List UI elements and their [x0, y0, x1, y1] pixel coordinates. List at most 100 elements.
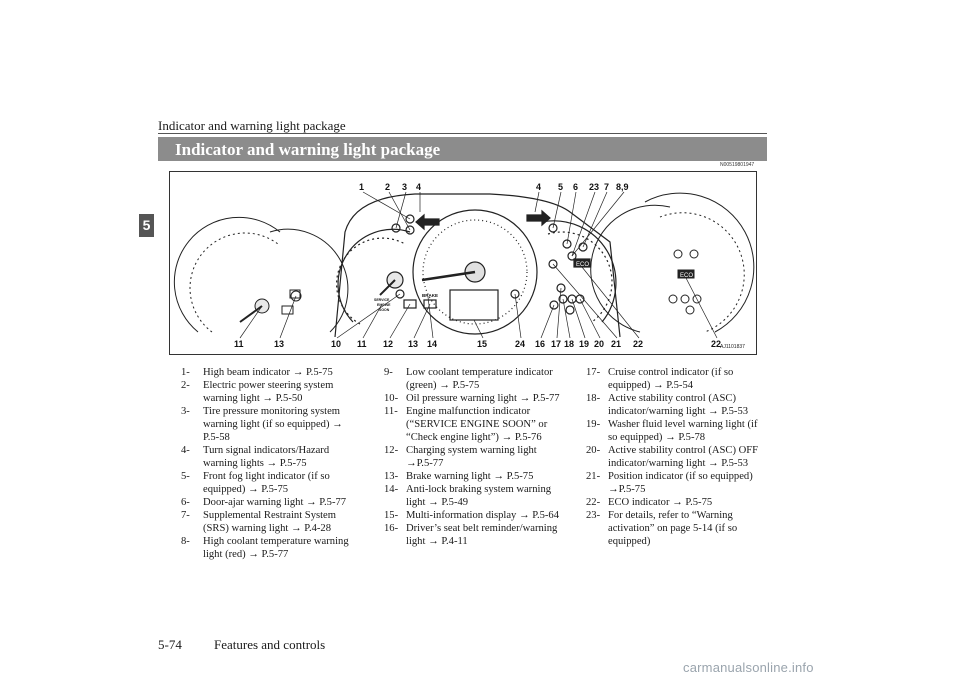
- section-title: Indicator and warning light package: [175, 140, 441, 159]
- callout-2: 2: [385, 182, 390, 192]
- oil-pressure-icon: [290, 290, 302, 302]
- legend-item: 20- Active stability control (ASC) OFF in…: [586, 444, 769, 470]
- abs-icon: [510, 289, 520, 299]
- legend-item-text: High beam indicator → P.5-75: [203, 367, 333, 378]
- legend-item-text: Tire pressure monitoring system warning …: [203, 406, 343, 443]
- brake-icon: [423, 299, 437, 309]
- legend-item-number: 12-: [384, 445, 399, 456]
- section-banner: [158, 137, 767, 161]
- tire-pressure-icon: [391, 223, 401, 233]
- legend-item-text: Position indicator (if so equipped) →P.5…: [608, 471, 753, 495]
- seat-belt-icon: [549, 300, 559, 310]
- instrument-cluster-diagram: ECO: [173, 182, 755, 350]
- fog-light-icon: [548, 223, 558, 233]
- legend-item-number: 2-: [181, 380, 190, 391]
- legend-item-text: Driver’s seat belt reminder/warning ligh…: [406, 523, 558, 547]
- callout-24: 24: [515, 339, 525, 349]
- legend-item: 17- Cruise control indicator (if so equip…: [586, 366, 769, 392]
- section-code: N00519801947: [720, 162, 755, 168]
- legend-item: 2- Electric power steering system warning…: [181, 379, 361, 405]
- legend-item-text: For details, refer to “Warning activatio…: [608, 510, 738, 547]
- page-number: 5-74: [158, 637, 182, 652]
- charging-icon: [403, 299, 417, 309]
- callout-16: 16: [535, 339, 545, 349]
- legend-item-number: 19-: [586, 419, 601, 430]
- callout-4-left: 4: [416, 182, 421, 192]
- legend-item-number: 8-: [181, 536, 190, 547]
- legend-item-text: Front fog light indicator (if so equippe…: [203, 471, 330, 495]
- legend-item-text: Washer fluid level warning light (if so …: [608, 419, 758, 443]
- legend-item: 5- Front fog light indicator (if so equip…: [181, 470, 361, 496]
- eco-text-right: ECO: [680, 273, 693, 279]
- legend-item-text: Supplemental Restraint System (SRS) warn…: [203, 510, 336, 534]
- legend-item: 3- Tire pressure monitoring system warnin…: [181, 405, 361, 444]
- service-text-3: SOON: [379, 308, 390, 312]
- callout-19: 19: [579, 339, 589, 349]
- legend-item-number: 5-: [181, 471, 190, 482]
- legend-item-number: 3-: [181, 406, 190, 417]
- callout-20: 20: [594, 339, 604, 349]
- legend-item-text: Turn signal indicators/Hazard warning li…: [203, 445, 330, 469]
- callout-7: 7: [604, 182, 609, 192]
- legend-item: 15-Multi-information display → P.5-64: [384, 509, 562, 522]
- chapter-tab: 5: [139, 214, 154, 237]
- legend-item-number: 16-: [384, 523, 399, 534]
- callout-13-left: 13: [274, 339, 284, 349]
- legend-item: 4- Turn signal indicators/Hazard warning …: [181, 444, 361, 470]
- legend-item-text: Electric power steering system warning l…: [203, 380, 334, 404]
- legend-item-text: Active stability control (ASC) OFF indic…: [608, 445, 759, 469]
- callout-22: 22: [633, 339, 643, 349]
- legend-item-text: Low coolant temperature indicator (green…: [406, 367, 553, 391]
- legend-item: 1-High beam indicator → P.5-75: [181, 366, 361, 379]
- legend-item: 7-Supplemental Restraint System (SRS) wa…: [181, 509, 361, 535]
- callout-1: 1: [359, 182, 364, 192]
- callout-11: 11: [357, 339, 367, 349]
- callout-21: 21: [611, 339, 621, 349]
- callout-6: 6: [573, 182, 578, 192]
- asc-icon: [558, 294, 568, 304]
- footer-section-title: Features and controls: [214, 637, 326, 652]
- legend-item-text: Anti-lock braking system warning light →…: [406, 484, 552, 508]
- legend-item-text: Oil pressure warning light → P.5-77: [406, 393, 560, 404]
- left-gauge-detail: [173, 216, 349, 333]
- right-turn-arrow-icon: [526, 209, 551, 227]
- legend-item-number: 11-: [384, 406, 398, 417]
- position-indicator-icon: [548, 259, 558, 269]
- battery-icon-left: [281, 305, 294, 315]
- legend-item-text: ECO indicator → P.5-75: [608, 497, 713, 508]
- legend-item-number: 6-: [181, 497, 190, 508]
- door-ajar-icon: [562, 239, 572, 249]
- legend-item-number: 17-: [586, 367, 601, 378]
- high-beam-icon: [405, 214, 415, 224]
- legend-column-3: 17- Cruise control indicator (if so equip…: [586, 366, 769, 548]
- main-cluster: ECO: [334, 193, 621, 338]
- header-rule: [158, 133, 767, 134]
- callout-3: 3: [402, 182, 407, 192]
- legend-item: 16- Driver’s seat belt reminder/warning l…: [384, 522, 562, 548]
- legend-item-text: Multi-information display → P.5-64: [406, 510, 560, 521]
- callout-13: 13: [408, 339, 418, 349]
- legend-item: 21-Position indicator (if so equipped) →…: [586, 470, 769, 496]
- right-gauge-detail: ECO: [590, 192, 755, 333]
- legend-item-number: 13-: [384, 471, 399, 482]
- oil-icon: [395, 289, 405, 299]
- callout-17: 17: [551, 339, 561, 349]
- figure-code: AJ1101837: [720, 344, 745, 350]
- legend-item: 12-Charging system warning light →P.5-77: [384, 444, 562, 470]
- legend-item: 11-Engine malfunction indicator (“SERVIC…: [384, 405, 562, 444]
- legend-item: 9-Low coolant temperature indicator (gre…: [384, 366, 562, 392]
- watermark: carmanualsonline.info: [683, 660, 814, 675]
- legend-item-text: High coolant temperature warning light (…: [203, 536, 349, 560]
- legend-item-number: 22-: [586, 497, 601, 508]
- legend-item: 19- Washer fluid level warning light (if …: [586, 418, 769, 444]
- callout-4-right: 4: [536, 182, 541, 192]
- callout-22-right: 22: [711, 339, 721, 349]
- legend-item-text: Cruise control indicator (if so equipped…: [608, 367, 734, 391]
- washer-fluid-icon: [565, 305, 575, 315]
- legend-item-number: 20-: [586, 445, 601, 456]
- legend-item-number: 18-: [586, 393, 601, 404]
- left-turn-arrow-icon: [415, 213, 440, 231]
- power-steering-icon: [405, 225, 415, 235]
- legend-item-number: 4-: [181, 445, 190, 456]
